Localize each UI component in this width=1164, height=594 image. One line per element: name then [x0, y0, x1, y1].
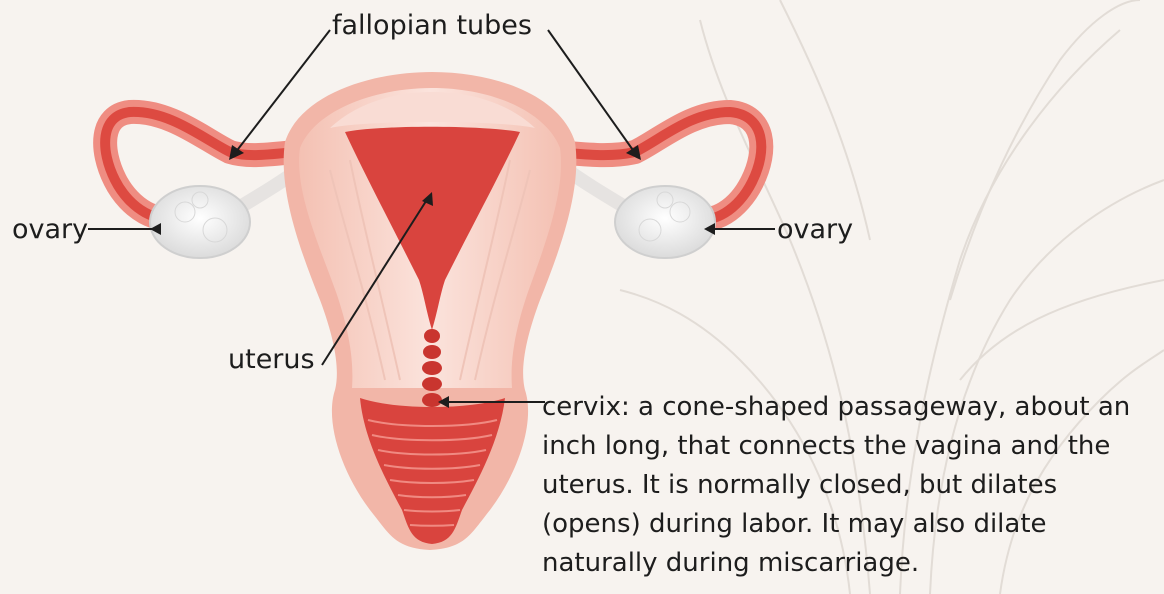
label-cervix: cervix: a cone-shaped passageway, about … — [542, 388, 1162, 583]
label-ovary-right: ovary — [777, 213, 853, 247]
label-uterus: uterus — [228, 343, 315, 377]
ovary-right-shape — [615, 186, 715, 258]
ovary-left-shape — [150, 186, 250, 258]
label-fallopian-tubes: fallopian tubes — [332, 9, 532, 43]
label-ovary-left: ovary — [12, 213, 88, 247]
